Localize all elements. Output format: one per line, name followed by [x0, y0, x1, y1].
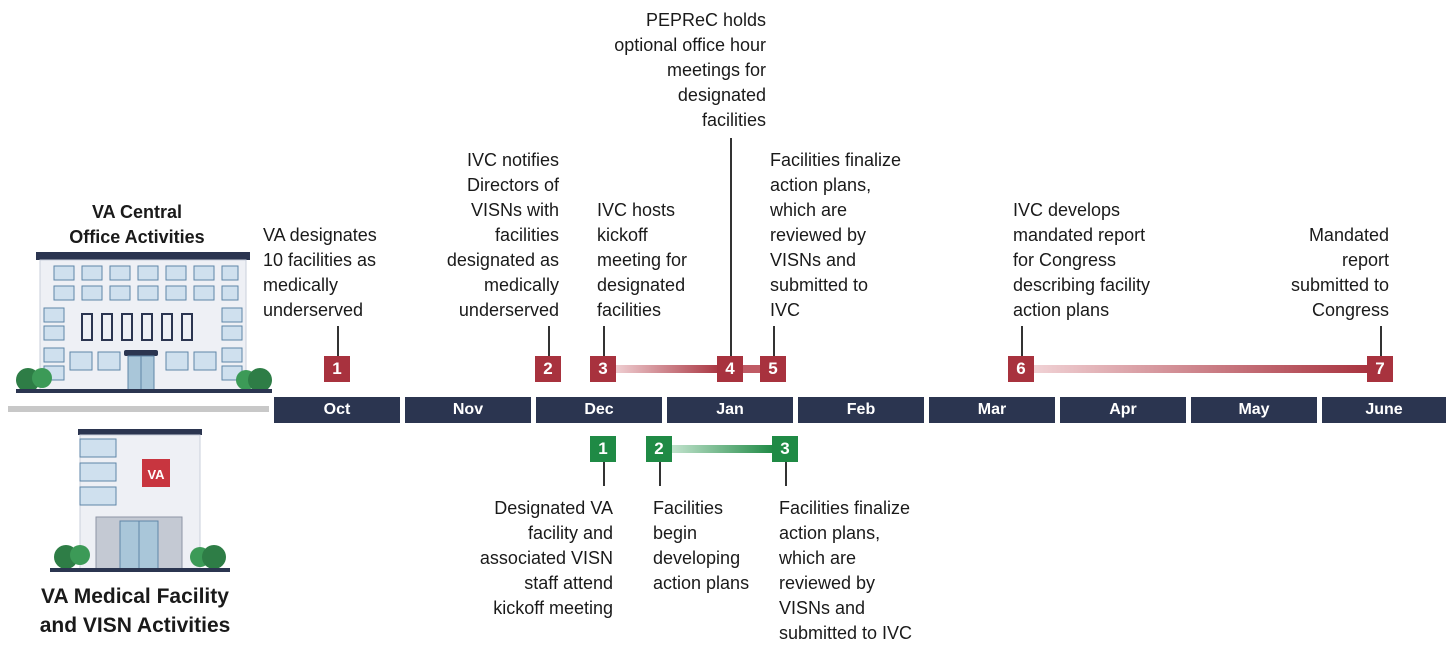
month-dec: Dec [536, 397, 662, 423]
central-event-7-text: Mandated report submitted to Congress [1290, 225, 1389, 320]
central-tick-1 [337, 326, 339, 356]
central-tick-4 [730, 138, 732, 356]
central-tick-7 [1380, 326, 1382, 356]
facility-event-1-text: Designated VA facility and associated VI… [479, 498, 613, 618]
central-marker-6: 6 [1008, 356, 1034, 382]
central-duration-bar-3-4 [612, 365, 722, 373]
central-tick-3 [603, 326, 605, 356]
medical-facility-header: VA Medical Facility and VISN Activities [39, 585, 231, 637]
month-jan: Jan [667, 397, 793, 423]
facility-marker-1: 1 [590, 436, 616, 462]
facility-marker-2: 2 [646, 436, 672, 462]
medical-facility-building-icon: VA [50, 429, 230, 572]
month-feb: Feb [798, 397, 924, 423]
month-oct: Oct [274, 397, 400, 423]
central-marker-2: 2 [535, 356, 561, 382]
central-marker-5: 5 [760, 356, 786, 382]
central-event-4-text: PEPReC holds optional office hour meetin… [614, 10, 766, 130]
facility-tick-1 [603, 462, 605, 486]
facility-tick-2 [659, 462, 661, 486]
central-duration-bar-6-7 [1031, 365, 1371, 373]
central-office-header: VA Central Office Activities [69, 202, 205, 247]
section-divider [8, 406, 269, 412]
central-event-1-text: VA designates 10 facilities as medically… [263, 225, 377, 320]
central-marker-3: 3 [590, 356, 616, 382]
central-tick-6 [1021, 326, 1023, 356]
central-duration-bar-4-5 [742, 365, 764, 373]
central-tick-5 [773, 326, 775, 356]
facility-duration-bar-2-3 [668, 445, 774, 453]
facility-event-2-text: Facilities begin developing action plans [653, 498, 750, 593]
facility-tick-3 [785, 462, 787, 486]
central-tick-2 [548, 326, 550, 356]
month-mar: Mar [929, 397, 1055, 423]
central-marker-7: 7 [1367, 356, 1393, 382]
central-event-6-text: IVC develops mandated report for Congres… [1013, 200, 1151, 320]
facility-marker-3: 3 [772, 436, 798, 462]
month-june: June [1322, 397, 1446, 423]
month-apr: Apr [1060, 397, 1186, 423]
facility-event-3-text: Facilities finalize action plans, which … [779, 498, 913, 643]
central-marker-1: 1 [324, 356, 350, 382]
month-may: May [1191, 397, 1317, 423]
central-event-5-text: Facilities finalize action plans, which … [770, 150, 902, 320]
central-event-2-text: IVC notifies Directors of VISNs with fac… [446, 150, 559, 320]
central-office-building-icon [16, 252, 272, 393]
month-nov: Nov [405, 397, 531, 423]
central-event-3-text: IVC hosts kickoff meeting for designated… [597, 200, 688, 320]
central-marker-4: 4 [717, 356, 743, 382]
va-sign: VA [147, 467, 165, 482]
